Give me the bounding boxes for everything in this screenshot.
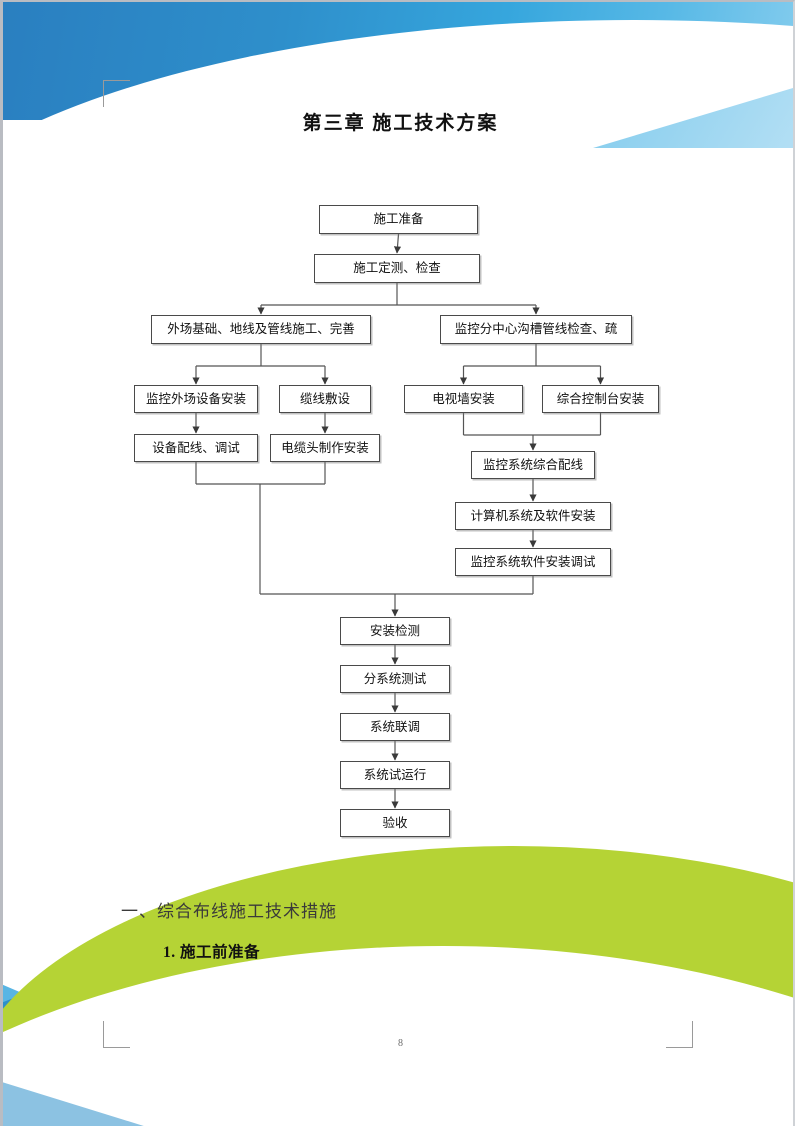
flowchart-node-label: 监控外场设备安装 — [145, 391, 246, 406]
flowchart-node-label: 监控系统软件安装调试 — [470, 554, 596, 569]
flowchart-node: 施工定测、检查 — [314, 254, 480, 283]
flowchart-node: 监控系统综合配线 — [471, 451, 595, 479]
flowchart-node-label: 分系统测试 — [363, 671, 427, 686]
flowchart-node: 分系统测试 — [340, 665, 450, 693]
flowchart-node: 计算机系统及软件安装 — [455, 502, 611, 530]
section-heading-level-2: 1. 施工前准备 — [163, 944, 261, 961]
flowchart-node: 系统试运行 — [340, 761, 450, 789]
flowchart-connectors — [192, 233, 605, 809]
flowchart-node: 设备配线、调试 — [134, 434, 258, 462]
flowchart-node: 综合控制台安装 — [542, 385, 659, 413]
flowchart-node-label: 施工定测、检查 — [353, 261, 441, 276]
flowchart-node-label: 计算机系统及软件安装 — [470, 508, 596, 523]
construction-flowchart: 施工准备施工定测、检查外场基础、地线及管线施工、完善监控分中心沟槽管线检查、疏监… — [3, 2, 793, 1126]
flowchart-node-label: 监控分中心沟槽管线检查、疏 — [454, 322, 618, 337]
section-heading-level-1: 一、综合布线施工技术措施 — [121, 902, 337, 921]
page-title: 第三章 施工技术方案 — [302, 113, 499, 134]
flowchart-node: 系统联调 — [340, 713, 450, 741]
flowchart-node: 安装检测 — [340, 617, 450, 645]
flowchart-node: 监控分中心沟槽管线检查、疏 — [440, 315, 632, 344]
flowchart-node: 缆线敷设 — [279, 385, 371, 413]
flowchart-node-label: 电视墙安装 — [432, 391, 495, 406]
flowchart-node: 电缆头制作安装 — [270, 434, 380, 462]
document-content: 第三章 施工技术方案 施工准备施工定测、检查外场基础、地线及管线施工、完善 监控分… — [3, 2, 793, 1126]
crop-mark-top-left — [103, 80, 130, 107]
crop-mark-bottom-left — [103, 1021, 130, 1048]
flowchart-node-label: 综合控制台安装 — [556, 391, 645, 406]
flowchart-node-label: 施工准备 — [373, 212, 424, 227]
flowchart-node: 外场基础、地线及管线施工、完善 — [151, 315, 371, 344]
flowchart-node: 监控外场设备安装 — [134, 385, 258, 413]
flowchart-node-label: 缆线敷设 — [299, 391, 350, 406]
flowchart-node: 验收 — [340, 809, 450, 837]
flowchart-node-label: 安装检测 — [369, 623, 420, 638]
flowchart-node: 监控系统软件安装调试 — [455, 548, 611, 576]
crop-mark-bottom-right — [666, 1021, 693, 1048]
watermark-logo: 小石 — [737, 1096, 783, 1114]
flowchart-node-label: 监控系统综合配线 — [482, 457, 583, 472]
flowchart-edge — [393, 233, 402, 254]
flowchart-node-label: 电缆头制作安装 — [281, 440, 369, 455]
flowchart-node-label: 设备配线、调试 — [152, 440, 240, 455]
flowchart-node-label: 系统联调 — [369, 719, 420, 734]
flowchart-node: 电视墙安装 — [404, 385, 523, 413]
flowchart-node-label: 外场基础、地线及管线施工、完善 — [167, 322, 355, 337]
page-number: 8 — [398, 1038, 403, 1049]
flowchart-node-label: 系统试运行 — [363, 767, 427, 782]
flowchart-node: 施工准备 — [319, 205, 478, 234]
flowchart-node-label: 验收 — [382, 815, 408, 830]
